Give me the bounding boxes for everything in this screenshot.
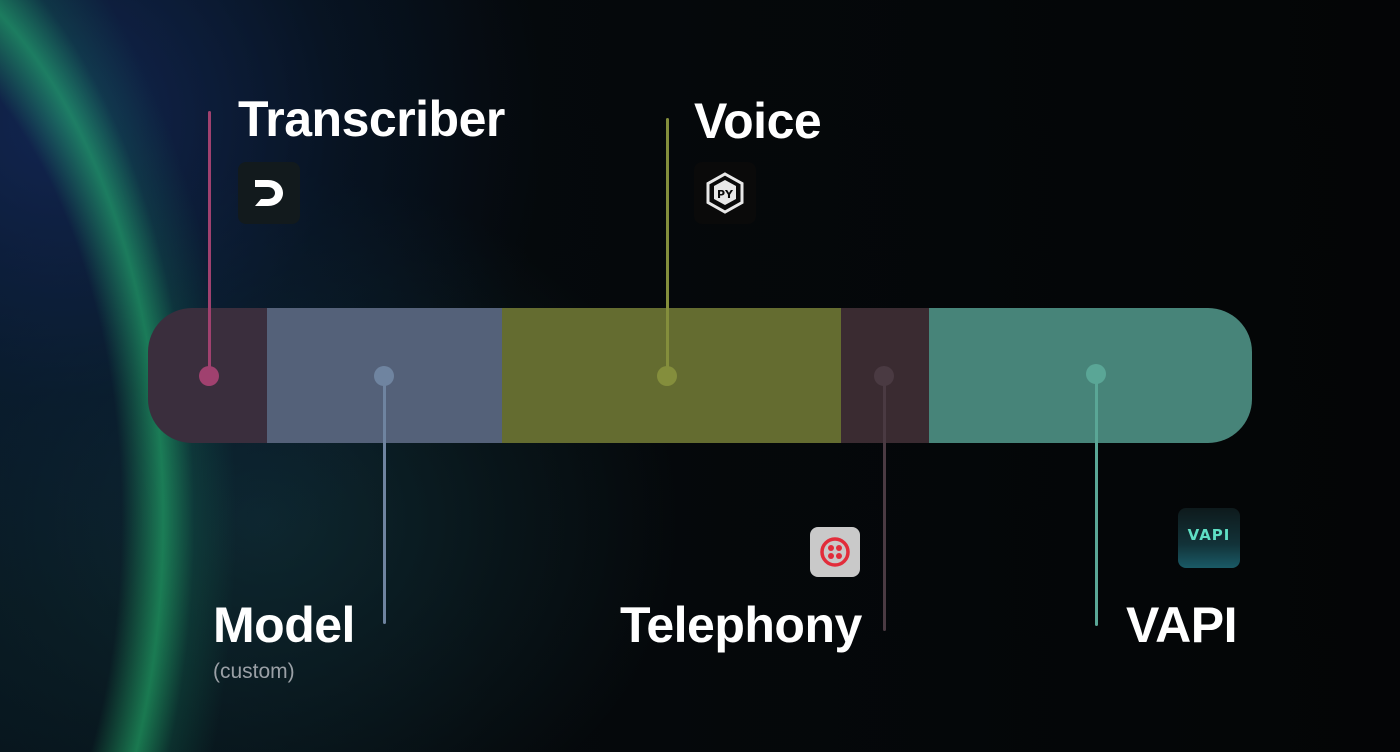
- connector-voice: [666, 118, 669, 376]
- connector-transcriber: [208, 111, 211, 376]
- playht-icon: PY: [694, 162, 756, 224]
- twilio-icon: [810, 527, 860, 577]
- label-telephony: Telephony: [620, 597, 862, 653]
- vapi-icon: VAPI: [1178, 508, 1240, 568]
- svg-text:PY: PY: [717, 188, 734, 201]
- marker-voice: [657, 366, 677, 386]
- deepgram-icon: [238, 162, 300, 224]
- vapi-logo-text: VAPI: [1187, 526, 1231, 544]
- label-model: Model: [213, 597, 355, 653]
- connector-model: [383, 376, 386, 624]
- label-voice: Voice: [694, 93, 822, 149]
- connector-vapi: [1095, 374, 1098, 626]
- marker-transcriber: [199, 366, 219, 386]
- label-transcriber: Transcriber: [238, 91, 505, 147]
- label-vapi: VAPI: [1126, 597, 1238, 653]
- sublabel-model: (custom): [213, 660, 295, 683]
- connector-telephony: [883, 376, 886, 631]
